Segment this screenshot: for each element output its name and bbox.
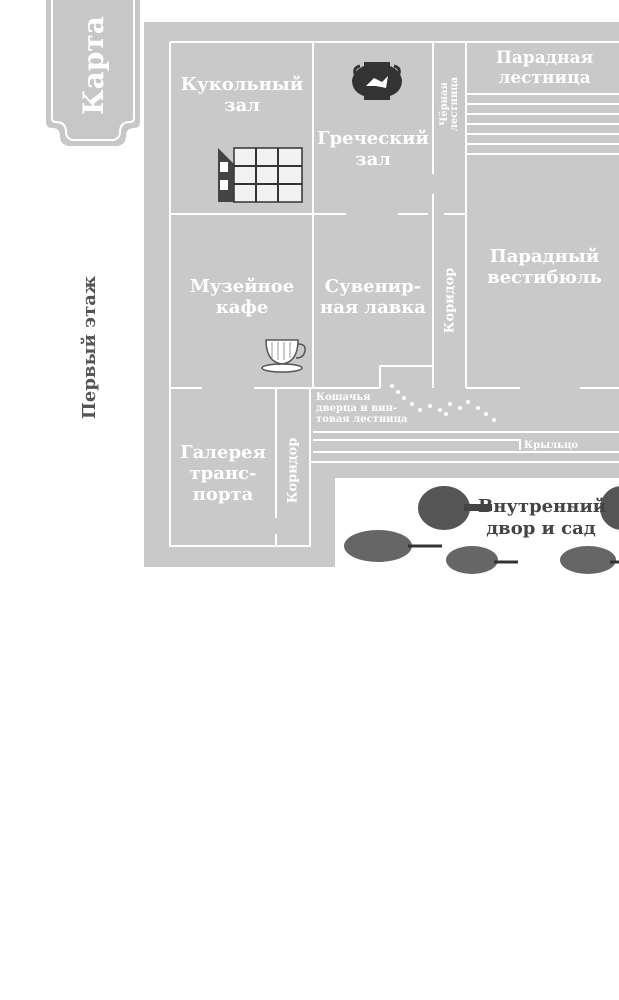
room-grand-vestibule: Парадный вестибюль xyxy=(487,246,602,288)
room-back-stairs: Чёрная лестница xyxy=(439,76,460,132)
room-corridor-right: Коридор xyxy=(442,267,458,333)
courtyard-label: Внутренний двор и сад xyxy=(478,496,607,539)
room-corridor-left: Коридор xyxy=(285,437,301,503)
tab-shape xyxy=(46,0,140,146)
tree-icon xyxy=(600,486,619,530)
plan-walls xyxy=(169,41,619,547)
room-grand-staircase: Парадная лестница xyxy=(495,48,594,88)
room-corridor-right-wrap: Коридор xyxy=(434,250,466,350)
room-porch: Крыльцо xyxy=(524,440,579,451)
room-back-stairs-wrap: Чёрная лестница xyxy=(434,48,466,160)
tree-icon xyxy=(418,486,492,530)
room-corridor-left-wrap: Коридор xyxy=(278,420,308,520)
tree-icon xyxy=(344,530,442,562)
room-museum-cafe: Музейное кафе xyxy=(189,276,295,318)
room-greek-hall: Греческий зал xyxy=(317,128,429,170)
tree-icon xyxy=(446,546,518,574)
greek-vase-icon xyxy=(352,62,402,100)
dollhouse-icon xyxy=(218,147,303,203)
room-souvenir-shop: Сувенир- ная лавка xyxy=(320,276,426,318)
tree-icon xyxy=(560,546,619,574)
room-doll-hall: Кукольный зал xyxy=(180,74,304,116)
cat-paw-prints xyxy=(390,384,496,422)
room-transport-gallery: Галерея транс- порта xyxy=(180,442,266,505)
map-tab: Карта xyxy=(46,0,140,152)
teacup-icon xyxy=(261,339,306,373)
room-cat-door: Кошачья дверца и вин- товая лестница xyxy=(316,392,408,425)
